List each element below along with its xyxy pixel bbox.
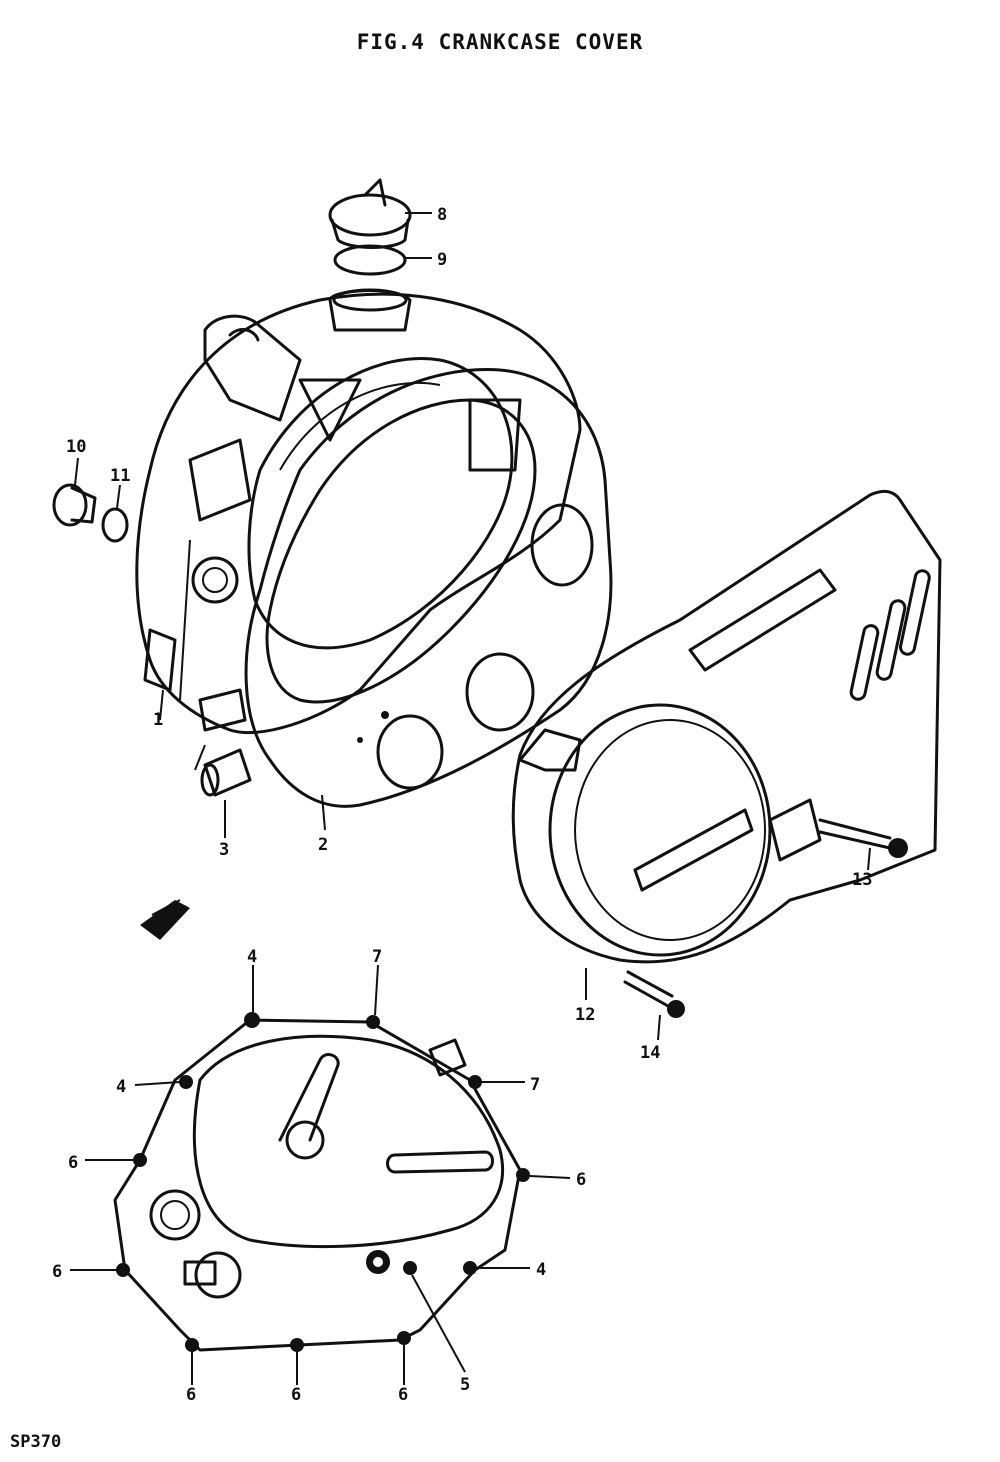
callout-11: 11 bbox=[110, 466, 130, 486]
callout-6-left-lower: 6 bbox=[52, 1262, 62, 1282]
callout-2: 2 bbox=[318, 835, 328, 855]
callout-6-bottom-mid: 6 bbox=[291, 1385, 301, 1405]
callout-9: 9 bbox=[437, 250, 447, 270]
callout-4-right: 4 bbox=[536, 1260, 546, 1280]
washer-part bbox=[101, 507, 129, 543]
front-direction-arrow-icon bbox=[140, 899, 190, 940]
o-ring-part bbox=[333, 244, 407, 276]
clutch-cover-part bbox=[113, 1012, 530, 1352]
leader-lines bbox=[70, 212, 871, 1385]
callout-4-left: 4 bbox=[116, 1077, 126, 1097]
callout-13: 13 bbox=[852, 870, 872, 890]
callout-6-right: 6 bbox=[576, 1170, 586, 1190]
callout-6-bottom-right: 6 bbox=[398, 1385, 408, 1405]
callout-10: 10 bbox=[66, 437, 86, 457]
callout-7-top: 7 bbox=[372, 947, 382, 967]
bolt-14-part bbox=[623, 970, 685, 1018]
callout-14: 14 bbox=[640, 1043, 660, 1063]
gasket-part bbox=[244, 368, 613, 808]
figure-code: SP370 bbox=[10, 1432, 62, 1452]
callout-6-left-upper: 6 bbox=[68, 1153, 78, 1173]
callout-3: 3 bbox=[219, 840, 229, 860]
callout-7-right: 7 bbox=[530, 1075, 540, 1095]
callout-5: 5 bbox=[460, 1375, 470, 1395]
figure-title: FIG.4 CRANKCASE COVER bbox=[356, 30, 644, 54]
plug-part bbox=[52, 483, 97, 527]
generator-cover-part bbox=[511, 489, 942, 964]
crankcase-cover-part bbox=[135, 288, 582, 735]
oil-filler-cap-part bbox=[328, 178, 412, 249]
callout-4-top: 4 bbox=[247, 947, 257, 967]
dowel-pin-part bbox=[194, 744, 252, 797]
callout-8: 8 bbox=[437, 205, 447, 225]
callout-1: 1 bbox=[153, 710, 163, 730]
bolt-13-part bbox=[818, 818, 908, 858]
callout-6-bottom-left: 6 bbox=[186, 1385, 196, 1405]
callout-12: 12 bbox=[575, 1005, 595, 1025]
